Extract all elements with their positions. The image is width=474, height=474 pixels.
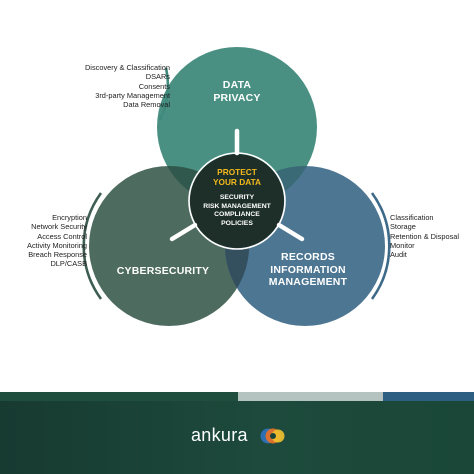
- cybersecurity-title: CYBERSECURITY: [116, 265, 210, 277]
- records-item: Classification: [390, 213, 434, 222]
- cybersecurity-items: Encryption Network Security Access Contr…: [27, 213, 87, 269]
- center-items: SECURITY RISK MANAGEMENT COMPLIANCE POLI…: [192, 194, 282, 228]
- records-item: Audit: [390, 250, 407, 260]
- center-item: POLICIES: [221, 219, 253, 227]
- center-item: COMPLIANCE: [214, 211, 260, 219]
- band-segment-gray: [238, 392, 383, 401]
- cyber-item: Encryption: [52, 213, 87, 222]
- center-hub: [190, 154, 284, 248]
- center-item: SECURITY: [219, 194, 255, 201]
- cyber-item: Access Control: [37, 231, 87, 241]
- records-items: Classification Storage Retention & Dispo…: [390, 213, 459, 259]
- ankura-logo-icon: [260, 428, 285, 444]
- privacy-item: Discovery & Classification: [84, 63, 170, 72]
- band-segment-blue: [383, 392, 474, 401]
- records-item: Monitor: [390, 240, 415, 250]
- data-privacy-circle: [157, 47, 317, 207]
- footer: ankura: [0, 401, 474, 474]
- privacy-item: Data Removal: [123, 100, 170, 110]
- cyber-item: Activity Monitoring: [27, 240, 87, 250]
- cyber-accent-arc: [82, 192, 103, 300]
- venn-diagram: [82, 47, 391, 326]
- spoke-left: [169, 222, 198, 242]
- band-segment-green: [0, 392, 238, 401]
- center-item: RISK MANAGEMENT: [203, 202, 271, 210]
- accent-band: [0, 392, 474, 401]
- records-item: Storage: [390, 222, 416, 232]
- privacy-item: Consents: [138, 81, 170, 91]
- privacy-item: 3rd-party Management: [95, 90, 170, 100]
- cyber-item: Network Security: [31, 222, 87, 232]
- records-item: Retention & Disposal: [390, 231, 460, 241]
- privacy-item: DSARs: [145, 72, 170, 82]
- records-accent-arc: [370, 192, 391, 300]
- center-heading: PROTECT YOUR DATA: [212, 167, 262, 187]
- cyber-item: Breach Response: [28, 250, 87, 260]
- data-privacy-items: Discovery & Classification DSARs Consent…: [85, 63, 170, 109]
- brand-name: ankura: [191, 425, 248, 445]
- cyber-item: DLP/CASB: [50, 259, 87, 269]
- data-privacy-title: DATA PRIVACY: [213, 79, 261, 104]
- spoke-right: [276, 222, 305, 242]
- records-title: RECORDS INFORMATION MANAGEMENT: [268, 251, 348, 288]
- center-text: PROTECT YOUR DATA SECURITY RISK MANAGEME…: [192, 167, 282, 228]
